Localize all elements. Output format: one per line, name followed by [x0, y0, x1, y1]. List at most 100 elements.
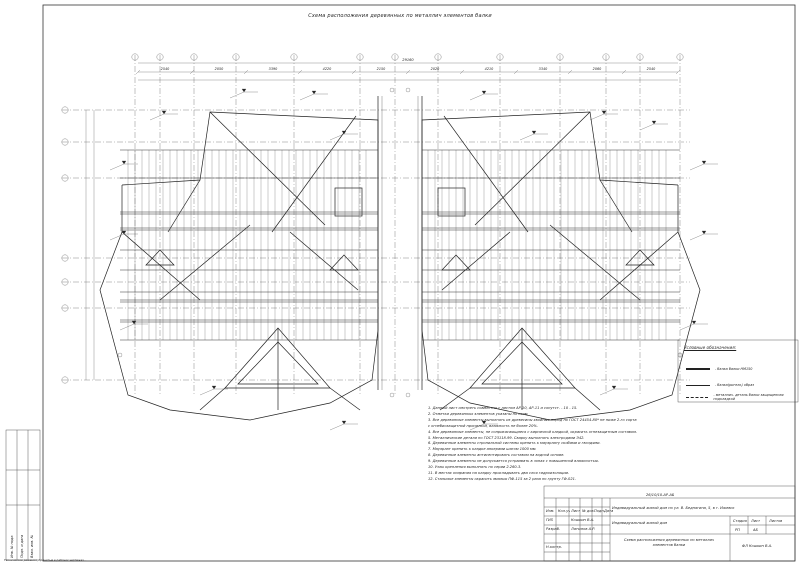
dimension-tick: [567, 69, 573, 75]
elevation-marker: [651, 120, 657, 125]
elevation-leader: [689, 233, 705, 241]
hip-rafter: [599, 179, 633, 233]
elevation-marker: [341, 420, 347, 425]
axis-marker: [190, 53, 198, 61]
dimension-text: 2540: [161, 67, 170, 71]
sheet-value: АБ: [753, 528, 758, 532]
axis-marker: [61, 278, 69, 286]
project-address: Индивидуальный жилой дом по ул. В. Бедня…: [612, 506, 735, 510]
note: 12. Стальные элементы окрасить эмалью ПФ…: [428, 476, 577, 481]
tb-header: Дата: [604, 509, 614, 513]
axis-marker: [232, 53, 240, 61]
dimension-tick: [135, 69, 141, 75]
tb-header: Изм.: [546, 509, 555, 513]
dimension-tick: [243, 69, 249, 75]
elevation-leader: [599, 388, 615, 396]
elevation-leader: [299, 93, 315, 101]
elevation-marker: [601, 110, 607, 115]
note: 4. Все деревянные элементы, не соприкаса…: [428, 429, 637, 434]
elevation-leader: [229, 91, 245, 99]
opening: [437, 187, 466, 217]
stage-label: Стадия: [733, 519, 747, 523]
opening: [334, 187, 363, 217]
axis-marker: [61, 304, 69, 312]
section-marker: [405, 392, 411, 398]
dimension-text: 4220: [323, 67, 332, 71]
dimension-tick: [351, 69, 357, 75]
dimension-text: 3340: [539, 67, 548, 71]
note: 11. В местах опирания на кладку проклады…: [428, 470, 570, 475]
tb-header: № док.: [582, 509, 595, 513]
elevation-marker: [701, 230, 707, 235]
elevation-leader: [119, 323, 135, 331]
sheet-name: Схема расположения деревянных по металли…: [623, 538, 715, 547]
dimension-tick: [675, 69, 681, 75]
axis-marker: [156, 53, 164, 61]
hip-rafter: [474, 111, 591, 226]
elevation-marker: [481, 420, 487, 425]
section-marker: [117, 352, 123, 358]
elevation-leader: [149, 113, 165, 121]
legend-item: - балка(ригель) образ: [686, 383, 754, 387]
general-notes: 1. Данный лист смотреть совместно с лист…: [428, 406, 800, 483]
note: 1. Данный лист смотреть совместно с лист…: [428, 406, 578, 410]
note: 5. Металлические детали по ГОСТ 23118-99…: [428, 435, 585, 440]
elevation-leader: [679, 323, 695, 331]
axis-marker: [61, 254, 69, 262]
elevation-leader: [519, 133, 535, 141]
tb-header: Подп.: [594, 509, 605, 513]
axis-marker: [131, 53, 139, 61]
dimension-tick: [513, 69, 519, 75]
elevation-leader: [589, 113, 605, 121]
tb-header: Лист: [571, 509, 581, 513]
legend-item: - балка балки НМ150: [686, 367, 752, 371]
note: 10. Узлы крепления выполнять по серии 2.…: [428, 465, 522, 470]
dormer: [145, 249, 175, 266]
hip-rafter: [439, 387, 471, 411]
dimension-tick: [189, 69, 195, 75]
note: 7. Мауэрлат крепить к кладке анкерами ша…: [428, 447, 537, 452]
axis-marker: [602, 53, 610, 61]
side-stamp: Инв. № подл. Подп. и дата Взам. инв. №: [10, 534, 34, 558]
hip-rafter: [599, 231, 679, 301]
role: Разраб.: [546, 527, 561, 531]
elevation-marker: [531, 130, 537, 135]
elevation-leader: [469, 93, 485, 101]
sheet-label: Лист: [751, 519, 761, 523]
axis-marker: [356, 53, 364, 61]
roof-outline: [99, 111, 379, 421]
axis-marker: [391, 53, 399, 61]
side-stamp-frame: [5, 429, 41, 561]
role: ГИП: [546, 518, 554, 522]
axis-marker: [61, 106, 69, 114]
axis-marker: [676, 53, 684, 61]
hip-rafter: [329, 387, 361, 411]
drawing-title: Схема расположения деревянных по металли…: [308, 13, 492, 19]
hip-rafter: [271, 115, 357, 233]
axis-marker: [496, 53, 504, 61]
elevation-marker: [211, 385, 217, 390]
elevation-leader: [329, 133, 345, 141]
elevation-leader: [329, 423, 345, 431]
elevation-leader: [109, 163, 125, 171]
gable-front: [224, 327, 331, 389]
dimension-text: 2150: [377, 67, 386, 71]
sheets-label: Листов: [769, 519, 783, 523]
legend-title: Условные обозначения:: [684, 345, 737, 350]
dimension-text: 2020: [431, 67, 440, 71]
hip-rafter: [574, 387, 601, 411]
dormer: [625, 249, 655, 266]
title-block-frame: [543, 485, 796, 562]
elevation-marker: [341, 130, 347, 135]
gable-front: [469, 327, 576, 389]
valley-rafter: [549, 224, 641, 301]
axis-marker: [556, 53, 564, 61]
elevation-marker: [611, 385, 617, 390]
elevation-marker: [121, 160, 127, 165]
elevation-marker: [481, 90, 487, 95]
dimension-tick: [405, 69, 411, 75]
dormer: [329, 254, 359, 271]
person: Латыпов А.Р.: [571, 527, 596, 531]
